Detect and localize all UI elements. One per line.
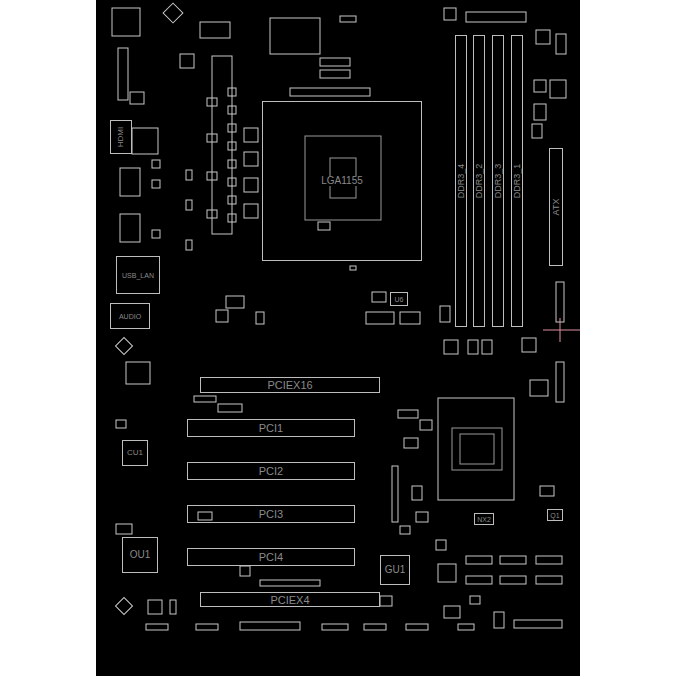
component-label: PCI2 bbox=[259, 466, 283, 477]
component-label: PCI3 bbox=[259, 509, 283, 520]
chip: OU1 bbox=[122, 537, 158, 573]
expansion-slot: PCI1 bbox=[187, 419, 355, 437]
component-label: DDR3_3 bbox=[494, 164, 503, 199]
component-label: LGA1155 bbox=[319, 176, 365, 186]
component-label: DDR3_4 bbox=[457, 164, 466, 199]
chip: GU1 bbox=[380, 555, 410, 585]
connector-port: USB_LAN bbox=[116, 256, 160, 294]
dimm-slot: DDR3_2 bbox=[473, 35, 485, 327]
component-label: DDR3_2 bbox=[475, 164, 484, 199]
dimm-slot: DDR3_3 bbox=[492, 35, 504, 327]
expansion-slot: PCIEX4 bbox=[200, 592, 380, 607]
component-label: PCI1 bbox=[259, 423, 283, 434]
component-label: GU1 bbox=[385, 565, 406, 575]
expansion-slot: PCI3 bbox=[187, 505, 355, 523]
connector-port: HDMI bbox=[110, 120, 132, 154]
dimm-slot: DDR3_4 bbox=[455, 35, 467, 327]
component-label: AUDIO bbox=[119, 313, 141, 320]
component-label: USB_LAN bbox=[122, 272, 154, 279]
component-label: ATX bbox=[552, 199, 561, 216]
chip: Q1 bbox=[547, 509, 563, 521]
component-label: U6 bbox=[395, 296, 404, 303]
component-label: DDR3_1 bbox=[513, 164, 522, 199]
expansion-slot: PCIEX16 bbox=[200, 377, 380, 393]
power-connector: ATX bbox=[549, 148, 563, 266]
dimm-slot: DDR3_1 bbox=[511, 35, 523, 327]
component-label: NX2 bbox=[477, 516, 491, 523]
component-label: OU1 bbox=[130, 550, 151, 560]
chip: U6 bbox=[390, 292, 408, 306]
connector-port: AUDIO bbox=[110, 303, 150, 329]
component-label: CU1 bbox=[127, 449, 143, 457]
marker-line bbox=[543, 318, 580, 342]
expansion-slot: PCI2 bbox=[187, 462, 355, 480]
component-label: HDMI bbox=[117, 127, 125, 147]
chip: NX2 bbox=[474, 513, 494, 525]
component-label: Q1 bbox=[550, 512, 559, 519]
expansion-slot: PCI4 bbox=[187, 548, 355, 566]
component-label: PCI4 bbox=[259, 552, 283, 563]
component-label: PCIEX16 bbox=[267, 380, 312, 391]
cpu-socket: LGA1155 bbox=[262, 101, 422, 261]
chip: CU1 bbox=[122, 440, 148, 466]
component-label: PCIEX4 bbox=[270, 594, 309, 605]
